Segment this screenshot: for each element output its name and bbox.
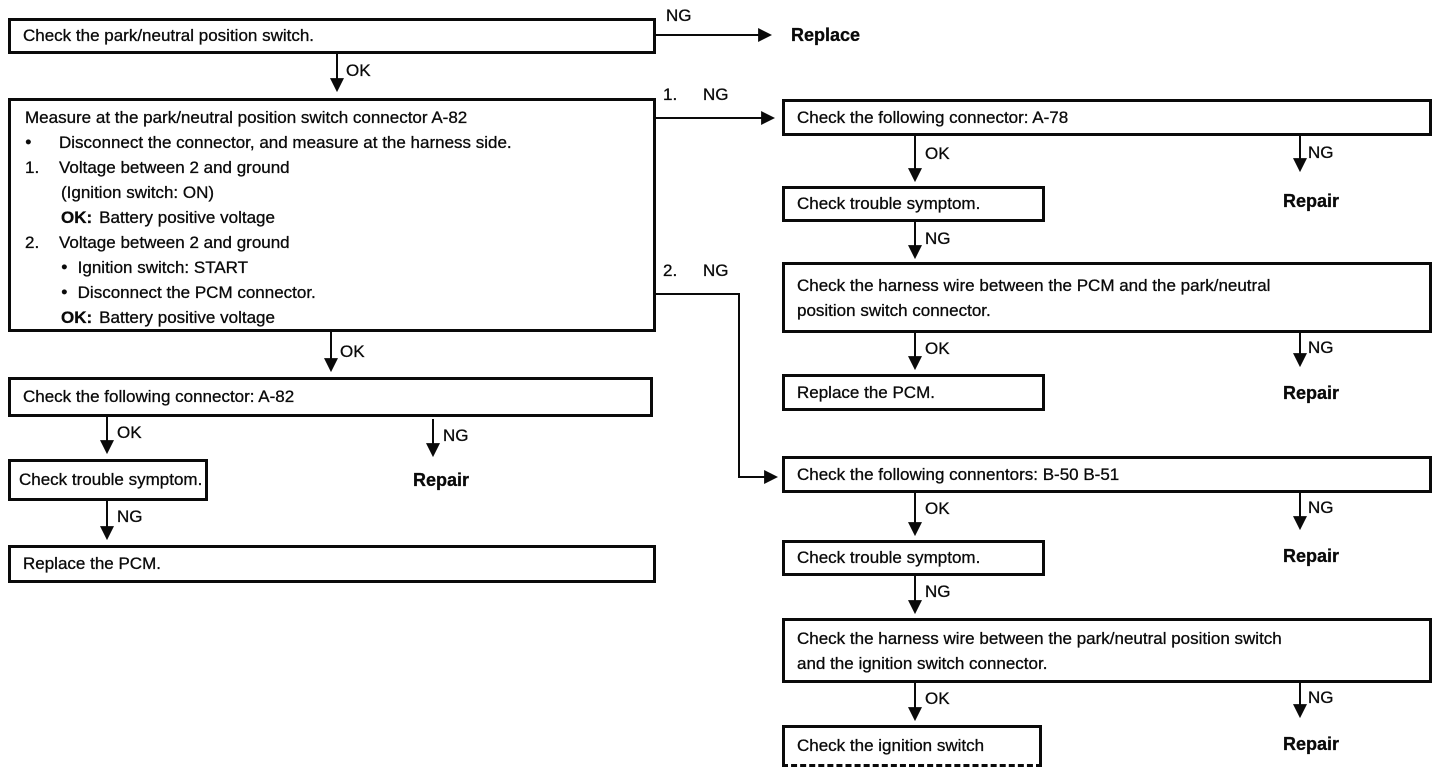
box-replace-pcm-left: Replace the PCM.	[8, 545, 656, 583]
edge-label-ng-r6: NG	[925, 582, 951, 601]
terminal-repair-left: Repair	[413, 470, 470, 490]
edge-label-ng-r5: NG	[1308, 498, 1334, 517]
step1-ok-label: OK:	[61, 208, 93, 227]
terminal-repair-r5: Repair	[1283, 546, 1340, 566]
step1-condition-text: (Ignition switch: ON)	[61, 183, 215, 202]
terminal-replace-top: Replace	[791, 25, 861, 45]
box-replace-pcm-right-label: Replace the PCM.	[797, 382, 935, 402]
step1-number: 1.	[25, 158, 40, 177]
measure-bullet-row: ● Disconnect the connector, and measure …	[25, 130, 643, 155]
edge-label-ok-2: OK	[340, 342, 365, 361]
box-connector-a82-label: Check the following connector: A-82	[23, 387, 295, 406]
box-measure-pnp-connector: Measure at the park/neutral position swi…	[8, 98, 656, 332]
step2-bullet1-text: Ignition switch: START	[77, 258, 249, 277]
step2-ok-label: OK:	[61, 308, 93, 327]
edge-label-ng-r3: NG	[1308, 338, 1334, 357]
box-replace-pcm-left-label: Replace the PCM.	[23, 554, 161, 573]
step1-ok-text: Battery positive voltage	[99, 208, 275, 227]
edge-label-ok-r3: OK	[925, 339, 950, 358]
measure-step2-row: 2. Voltage between 2 and ground	[25, 230, 643, 255]
measure-title: Measure at the park/neutral position swi…	[25, 108, 468, 127]
box-trouble-symptom-r2: Check trouble symptom.	[782, 540, 1045, 576]
box-check-ignition-switch-label: Check the ignition switch	[797, 736, 985, 755]
box-trouble-symptom-left: Check trouble symptom.	[8, 459, 208, 501]
edge-label-branch2-num: 2.	[663, 261, 678, 280]
edge-label-ok-1: OK	[346, 61, 371, 80]
box-harness-pcm-line2: position switch connector.	[797, 300, 991, 320]
box-connector-a82: Check the following connector: A-82	[8, 377, 653, 417]
box-check-ignition-switch: Check the ignition switch	[782, 725, 1042, 767]
step2-ok-text: Battery positive voltage	[99, 308, 275, 327]
edge-label-branch1-ng: NG	[703, 85, 729, 104]
edge-label-branch1-num: 1.	[663, 85, 678, 104]
box-connectors-b50-b51-label: Check the following connentors: B-50 B-5…	[797, 464, 1120, 484]
box-trouble-symptom-r2-label: Check trouble symptom.	[797, 548, 981, 567]
step1-condition: (Ignition switch: ON)	[61, 180, 643, 205]
edge-label-branch2-ng: NG	[703, 261, 729, 280]
box-harness-ignition-line1: Check the harness wire between the park/…	[797, 628, 1282, 648]
step2-bullet1-row: ● Ignition switch: START	[61, 255, 643, 280]
bullet-icon: ●	[61, 261, 68, 273]
edge-label-ok-r7: OK	[925, 689, 950, 708]
box-trouble-symptom-r1-label: Check trouble symptom.	[797, 194, 981, 213]
edge-label-ng-r2: NG	[925, 229, 951, 248]
edge-label-ng-4: NG	[117, 507, 143, 526]
box-replace-pcm-right: Replace the PCM.	[782, 374, 1045, 411]
step2-ok-row: OK: Battery positive voltage	[61, 305, 643, 330]
edge-label-ok-r5: OK	[925, 499, 950, 518]
arrow-branch2-ng-to-b50	[656, 293, 779, 484]
edge-label-ng-top: NG	[666, 6, 692, 25]
box-trouble-symptom-r1: Check trouble symptom.	[782, 186, 1045, 222]
step2-bullet2-text: Disconnect the PCM connector.	[77, 283, 316, 302]
step2-bullet2-row: ● Disconnect the PCM connector.	[61, 280, 643, 305]
edge-label-ok-r1: OK	[925, 144, 950, 163]
box-check-pnp-switch: Check the park/neutral position switch.	[8, 18, 656, 54]
bullet-icon: ●	[25, 136, 32, 148]
box-connector-a78: Check the following connector: A-78	[782, 99, 1432, 136]
terminal-repair-r7: Repair	[1283, 734, 1340, 754]
box-harness-ignition: Check the harness wire between the park/…	[782, 618, 1432, 683]
box-harness-ignition-line2: and the ignition switch connector.	[797, 653, 1048, 673]
terminal-repair-r1: Repair	[1283, 191, 1340, 211]
step1-text: Voltage between 2 and ground	[59, 158, 290, 177]
step2-text: Voltage between 2 and ground	[59, 233, 290, 252]
edge-label-ng-r1: NG	[1308, 143, 1334, 162]
edge-label-ng-r7: NG	[1308, 688, 1334, 707]
measure-step1-row: 1. Voltage between 2 and ground	[25, 155, 643, 180]
edge-label-ok-3: OK	[117, 423, 142, 442]
edge-label-ng-3: NG	[443, 426, 469, 445]
box-harness-pcm-line1: Check the harness wire between the PCM a…	[797, 275, 1271, 295]
box-harness-pcm: Check the harness wire between the PCM a…	[782, 262, 1432, 333]
box-connector-a78-label: Check the following connector: A-78	[797, 107, 1069, 127]
step1-ok-row: OK: Battery positive voltage	[61, 205, 643, 230]
terminal-repair-r3: Repair	[1283, 383, 1340, 403]
step2-number: 2.	[25, 233, 40, 252]
box-connectors-b50-b51: Check the following connentors: B-50 B-5…	[782, 456, 1432, 493]
bullet-icon: ●	[61, 286, 68, 298]
measure-bullet-text: Disconnect the connector, and measure at…	[59, 133, 512, 152]
box-trouble-symptom-left-label: Check trouble symptom.	[19, 470, 203, 489]
box-check-pnp-switch-label: Check the park/neutral position switch.	[23, 26, 315, 45]
